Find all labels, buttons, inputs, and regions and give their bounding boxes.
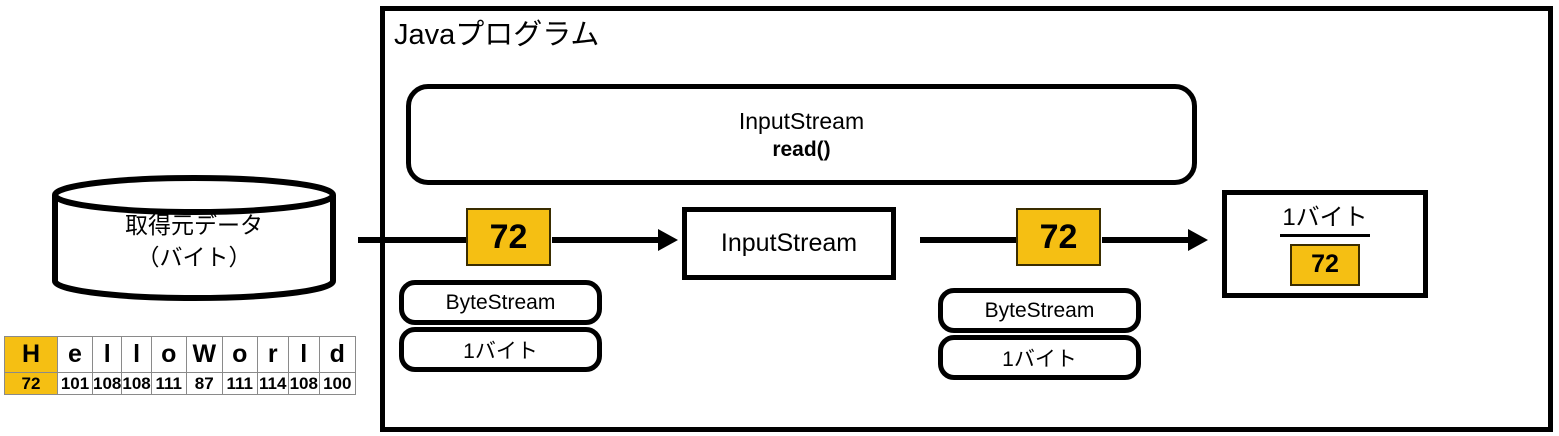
java-program-title: Javaプログラム (394, 19, 600, 51)
flow-arrow-chip-to-inputstream-line (552, 237, 660, 243)
flow-line-source-to-chip (358, 237, 468, 243)
byte-table-code-cell: 111 (221, 372, 258, 395)
bytestream-stack-left-name: ByteStream (399, 280, 602, 325)
bytestream-stack-left: ByteStream 1バイト (399, 280, 602, 372)
read-panel-class-name: InputStream (738, 107, 865, 134)
byte-table-code-cell: 87 (185, 372, 223, 395)
bytestream-stack-right-size: 1バイト (938, 335, 1141, 380)
read-panel-method-name: read() (772, 137, 831, 161)
byte-table-code-cell: 100 (318, 372, 356, 395)
cylinder-label-line1: 取得元データ (125, 212, 263, 238)
inputstream-object-box: InputStream (682, 207, 896, 280)
byte-table-char-cell: e (57, 336, 93, 373)
flow-arrow-chip-to-inputstream-head (658, 229, 678, 251)
cylinder-label-line2: （バイト） (136, 244, 252, 270)
bytestream-stack-right-name: ByteStream (938, 288, 1141, 333)
cylinder-label: 取得元データ （バイト） (52, 209, 336, 273)
byte-table-char-cell: o (150, 336, 187, 373)
byte-table-code-cell: 111 (150, 372, 187, 395)
byte-table-char-cell: d (318, 336, 356, 373)
byte-table-code-cell: 108 (287, 372, 320, 395)
cylinder-shape (52, 175, 336, 301)
inputstream-read-panel: InputStream read() (406, 84, 1197, 185)
result-byte-box: 1バイト 72 (1222, 190, 1428, 298)
byte-table-code-cell: 101 (57, 372, 93, 395)
source-data-cylinder: 取得元データ （バイト） (52, 175, 336, 301)
byte-table-code-cell: 108 (121, 372, 152, 395)
byte-table-char-cell: o (221, 336, 258, 373)
byte-chip-left: 72 (466, 208, 551, 266)
byte-table-char-cell: H (4, 336, 58, 373)
byte-table-code-cell: 114 (256, 372, 289, 395)
byte-table-char-cell: l (121, 336, 152, 373)
bytestream-stack-right: ByteStream 1バイト (938, 288, 1141, 380)
result-byte-value: 72 (1290, 243, 1360, 286)
flow-line-inputstream-to-chip2 (920, 237, 1030, 243)
byte-table-char-cell: r (256, 336, 289, 373)
byte-table-char-cell: W (185, 336, 223, 373)
byte-table-code-cell: 108 (91, 372, 123, 395)
byte-table-char-cell: l (91, 336, 123, 373)
byte-table-code-cell: 72 (4, 372, 58, 395)
flow-arrow-chip2-to-result-line (1102, 237, 1190, 243)
bytestream-stack-left-size: 1バイト (399, 327, 602, 372)
byte-chip-right: 72 (1016, 208, 1101, 266)
byte-table-char-cell: l (287, 336, 320, 373)
flow-arrow-chip2-to-result-head (1188, 229, 1208, 251)
result-byte-title: 1バイト (1280, 203, 1370, 237)
